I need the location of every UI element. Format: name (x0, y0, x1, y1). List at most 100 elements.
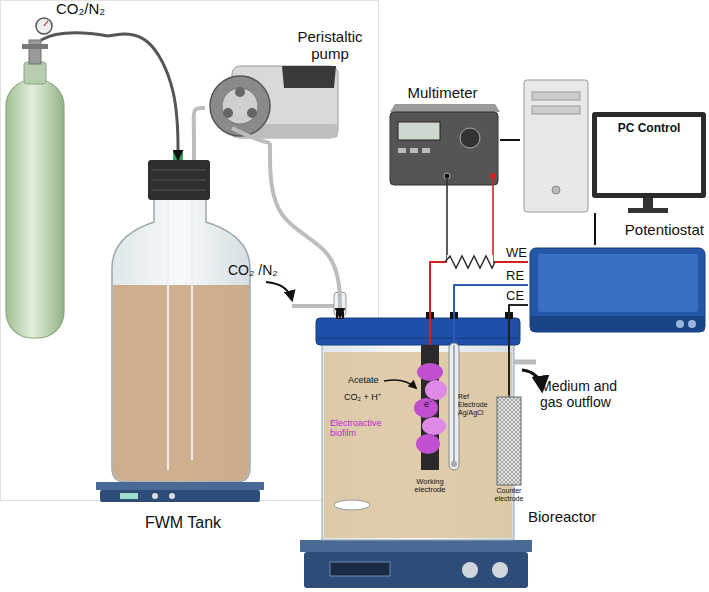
annotation-label: CO₂ /N₂ (228, 262, 278, 278)
tank-bottle-drawing (96, 152, 264, 502)
computer-drawing (597, 117, 701, 193)
multimeter-drawing (390, 104, 500, 185)
potentiostat-drawing (538, 254, 698, 312)
gas-cylinder-drawing (22, 44, 48, 49)
computer-drawing (532, 92, 580, 100)
node-label: Peristaltic pump (280, 28, 380, 63)
pump-drawing (282, 66, 336, 88)
node-label: Ref Electrode Ag/AgCl (458, 393, 492, 417)
resistor-symbol (445, 255, 495, 269)
bioreactor-drawing (336, 312, 344, 319)
tank-bottle-drawing (152, 170, 206, 171)
resistor-symbol (445, 256, 495, 268)
tank-bottle-drawing (191, 200, 193, 460)
counter-electrode: Counter electrode (492, 395, 526, 503)
annotation-label: e⁻ (424, 399, 432, 409)
wire-label: WE (506, 246, 527, 261)
gas-cylinder-drawing (6, 18, 108, 338)
tank-bottle-drawing (96, 482, 264, 490)
computer-drawing (592, 112, 706, 198)
annotation-label: CO₂ + H⁺ (344, 392, 381, 402)
reference-electrode-drawing (451, 461, 457, 467)
tank-bottle-drawing (120, 493, 138, 499)
gas-cylinder-drawing (36, 18, 52, 34)
gas-cylinder: CO₂/N₂ (0, 0, 108, 345)
wire-label: RE (506, 269, 524, 284)
pump-drawing (223, 108, 233, 118)
pump-drawing (210, 66, 338, 143)
node-label: Multimeter (385, 84, 500, 101)
bioreactor-drawing (300, 540, 532, 552)
bioreactor-drawing (316, 318, 520, 345)
potentiostat-drawing (530, 316, 705, 332)
connector-line (108, 34, 178, 160)
peristaltic-pump: Peristaltic pump (205, 28, 385, 143)
connector-line (454, 285, 528, 343)
working-electrode-drawing (384, 345, 447, 470)
multimeter-drawing (422, 148, 430, 153)
connector-line (500, 139, 520, 141)
gas-cylinder-drawing (24, 62, 46, 84)
potentiostat: Potentiostat (528, 245, 706, 335)
bioreactor: Bioreactor Working electrode Ref Electrode… (300, 318, 600, 592)
working-electrode-drawing (425, 380, 447, 400)
potentiostat-drawing (676, 320, 684, 328)
node-label: Counter electrode (492, 487, 526, 503)
meter-lead (446, 178, 448, 262)
bioreactor-drawing (334, 500, 370, 510)
computer-drawing (628, 208, 668, 213)
annotation-label: Electroactive biofilm (330, 418, 408, 439)
multimeter-drawing (398, 122, 440, 140)
tank-bottle-drawing (112, 198, 250, 482)
gas-cylinder-drawing (6, 80, 64, 338)
computer-drawing (524, 80, 588, 212)
gas-cylinder-drawing (44, 21, 48, 26)
tank-bottle-drawing (100, 490, 260, 502)
annotation-label: Medium and gas outflow (540, 378, 640, 410)
wire-label: CE (506, 289, 524, 304)
connector-line (270, 143, 340, 318)
multimeter-drawing (398, 148, 406, 153)
connector-line (509, 305, 528, 395)
bioreactor-drawing (492, 562, 508, 578)
reference-electrode-drawing (449, 343, 459, 470)
working-electrode: Working electrode (408, 345, 452, 495)
meter-lead (447, 178, 493, 262)
pump-drawing (222, 88, 258, 124)
reference-electrode: Ref Electrode Ag/AgCl (446, 343, 492, 475)
multimeter-drawing (410, 148, 418, 153)
gas-cylinder-drawing (29, 40, 41, 64)
computer: PC Control (520, 78, 709, 213)
working-electrode-drawing (422, 417, 446, 435)
multimeter-drawing (390, 112, 498, 185)
pump-drawing (247, 108, 257, 118)
node-label: Bioreactor (528, 508, 596, 525)
counter-electrode-drawing (508, 345, 510, 397)
multimeter-drawing (460, 128, 480, 148)
bioreactor-drawing (322, 343, 514, 540)
computer-drawing (552, 186, 560, 194)
pump-drawing (210, 76, 270, 136)
tank-bottle-drawing (113, 285, 249, 481)
annotation-label: Acetate (348, 375, 379, 385)
computer-drawing (524, 80, 706, 213)
tank-bottle: FWM Tank (108, 160, 258, 532)
node-label: FWM Tank (108, 514, 258, 532)
gas-inlet (266, 282, 346, 316)
tank-bottle-drawing (167, 200, 169, 470)
bioreactor-drawing (450, 312, 458, 319)
pump-drawing (235, 87, 245, 97)
tank-bottle-drawing (148, 160, 210, 200)
working-electrode-drawing (417, 363, 443, 381)
node-label: Working electrode (408, 478, 452, 495)
bioreactor-drawing (505, 312, 513, 319)
resistor-symbol (447, 255, 493, 269)
bioreactor-drawing (330, 562, 390, 576)
reference-electrode-drawing (454, 345, 455, 462)
tank-bottle-drawing (152, 493, 158, 499)
potentiostat-drawing (530, 248, 705, 332)
